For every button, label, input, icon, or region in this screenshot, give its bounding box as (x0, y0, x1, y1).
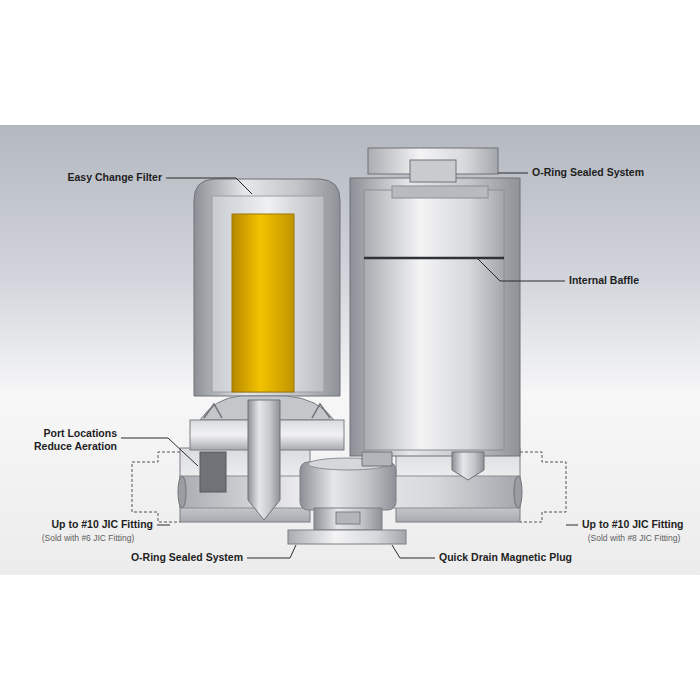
callout-label-box: O-Ring Sealed System (532, 166, 644, 179)
callout-label: O-Ring Sealed System (532, 166, 644, 179)
callout-label: Port Locations Reduce Aeration (25, 427, 117, 453)
filter-canister (194, 179, 340, 396)
leader-line (566, 525, 578, 526)
leader-line (157, 525, 170, 526)
callout-label-box: Up to #10 JIC Fitting (51, 518, 153, 531)
filter-stem (248, 400, 280, 520)
callout-label-box: (Sold with #6 JIC Fitting) (42, 533, 135, 543)
callout-label: Up to #10 JIC Fitting (582, 518, 684, 531)
reservoir-inner (364, 190, 504, 450)
reservoir-outlet (452, 452, 484, 480)
leader-line (166, 178, 252, 194)
callout-label: Up to #10 JIC Fitting (51, 518, 153, 531)
callout-label-box: Port Locations Reduce Aeration (25, 427, 117, 453)
reservoir-shell (350, 178, 520, 456)
reservoir-inlet (362, 452, 392, 466)
callout-label-box: Quick Drain Magnetic Plug (439, 551, 572, 564)
magnetic-plug (314, 508, 382, 530)
internal-baffle (364, 257, 504, 260)
leader-line (392, 545, 435, 558)
bottom-o-ring-plate (288, 530, 406, 544)
inner-neck (392, 186, 488, 198)
right-port-end (514, 476, 522, 508)
callout-label: Internal Baffle (569, 274, 639, 287)
callout-label-box: O-Ring Sealed System (131, 551, 243, 564)
callout-label: Easy Change Filter (67, 171, 162, 184)
leader-line (498, 173, 528, 174)
left-fitting-outline (132, 452, 180, 522)
left-port-end (178, 476, 186, 508)
filter-center-tube (232, 214, 294, 392)
fitting-note: (Sold with #8 JIC Fitting) (588, 533, 681, 543)
backdrop-panel (0, 125, 700, 575)
leader-line (247, 545, 296, 558)
callout-label-box: Internal Baffle (569, 274, 639, 287)
callout-label: Quick Drain Magnetic Plug (439, 551, 572, 564)
filter-media-cutaway (212, 196, 324, 392)
plug-socket (336, 512, 360, 524)
callout-label: O-Ring Sealed System (131, 551, 243, 564)
fitting-note: (Sold with #6 JIC Fitting) (42, 533, 135, 543)
callout-label-box: Easy Change Filter (67, 171, 162, 184)
leader-line (121, 438, 198, 466)
callout-label-box: (Sold with #8 JIC Fitting) (588, 533, 681, 543)
right-fitting-outline (520, 452, 566, 522)
aeration-port (200, 452, 226, 492)
cap-nub (410, 160, 456, 182)
callout-label-box: Up to #10 JIC Fitting (582, 518, 684, 531)
leader-line (478, 259, 565, 281)
